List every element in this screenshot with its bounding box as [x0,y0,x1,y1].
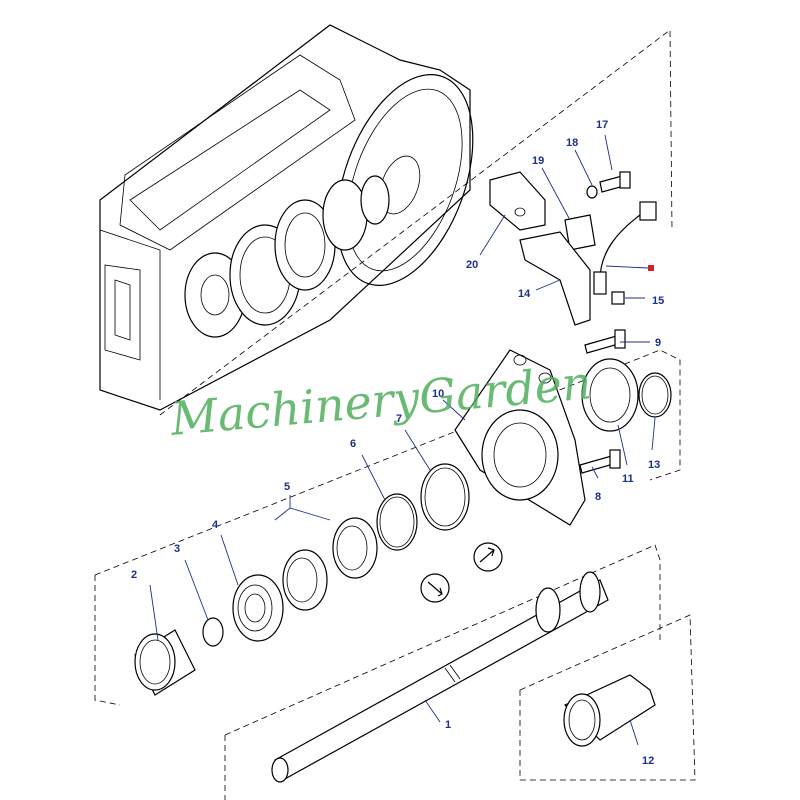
circlip-part-3 [202,617,224,647]
sensor-cable [593,201,657,295]
label-17: 17 [596,119,608,131]
label-12: 12 [642,755,654,767]
rotation-arrow-icon [473,542,503,572]
label-4: 4 [212,519,219,531]
bearing-housing-part-10 [454,349,586,526]
bracket-part-20 [489,171,546,231]
label-7: 7 [396,413,402,425]
label-10: 10 [432,388,444,400]
group-outline-tool [519,614,696,781]
group-outline-upper [159,29,673,416]
clip-part-19 [564,214,596,251]
bolt-part-17 [599,171,631,193]
seal-part-11 [581,358,639,432]
label-18: 18 [566,137,578,149]
reference-marker [648,265,654,271]
label-15: 15 [652,295,664,307]
bushing-part-2 [134,629,196,696]
ring-part-6 [376,493,418,551]
ring-part-7 [420,463,470,531]
transmission-housing [99,24,474,411]
mounting-plate-part-14 [519,231,591,326]
label-5: 5 [284,481,290,493]
label-19: 19 [532,155,544,167]
label-3: 3 [174,543,180,555]
washer-part-18 [586,185,598,199]
label-2: 2 [131,569,137,581]
leader-lines [149,134,656,746]
group-outline-shaft [224,544,661,800]
label-13: 13 [648,459,660,471]
label-8: 8 [595,491,601,503]
bearing-race-part-5b [282,549,328,611]
label-20: 20 [466,259,478,271]
label-14: 14 [518,288,531,300]
label-1: 1 [445,719,451,731]
shaft-part-1 [271,571,609,783]
label-6: 6 [350,438,356,450]
bolt-part-8 [579,449,621,474]
installer-tool-part-12 [563,674,656,747]
label-11: 11 [622,473,634,485]
o-ring-part-13 [638,372,672,418]
ball-bearing-part-4 [232,574,284,642]
bolt-part-9 [584,329,626,354]
label-9: 9 [655,337,661,349]
rotation-arrow-icon-2 [420,573,450,603]
bolt-part-15 [611,291,625,305]
bearing-race-part-5a [332,517,378,579]
